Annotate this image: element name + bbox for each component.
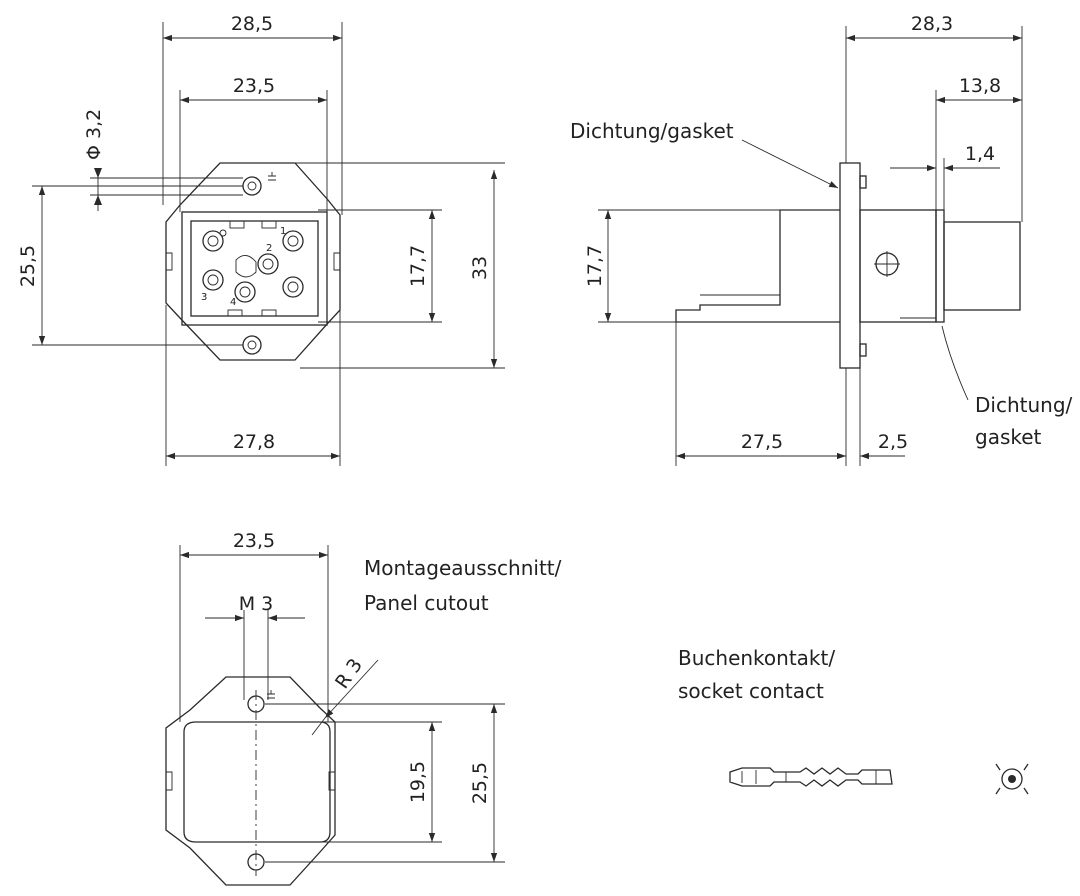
front-latch-bottom-2: [261, 309, 277, 317]
front-dim-bottom: 27,8: [233, 431, 275, 453]
side-front-face: [943, 221, 1021, 311]
front-latch-top-2: [261, 220, 277, 229]
front-pin-label: 1: [280, 226, 286, 237]
front-pin-label: 2: [266, 243, 272, 254]
front-pin: [282, 276, 304, 298]
front-insert-outer: [181, 211, 328, 326]
front-pin-label: 4: [230, 297, 236, 308]
front-mount-hole-top: [242, 176, 262, 196]
front-dim-hole: Φ 3,2: [83, 109, 105, 160]
front-pin: [282, 230, 304, 252]
side-dim-13-8: 13,8: [959, 75, 1001, 97]
cutout-title-2: Panel cutout: [364, 591, 489, 615]
front-dim-top-inner: 23,5: [233, 75, 275, 97]
cutout-opening: [183, 721, 331, 843]
front-pin-inner: [287, 235, 299, 247]
front-notch-right: [333, 252, 340, 271]
cutout-dim-radius: R 3: [331, 655, 367, 693]
side-label-gasket-top: Dichtung/gasket: [570, 119, 734, 143]
front-pin: [234, 281, 256, 303]
front-ground-symbol: [219, 229, 227, 237]
front-flange-outline: [165, 162, 341, 361]
cutout-dim-outer: 25,5: [469, 762, 491, 804]
side-gasket-top: [859, 175, 867, 189]
contact-view: Buchenkontakt/ socket contact: [678, 646, 1029, 795]
side-label-gasket-bottom-2: gasket: [975, 425, 1042, 449]
side-front-collar: [935, 209, 945, 323]
socket-contact-side: [729, 767, 893, 787]
side-dim-1-4: 1,4: [965, 143, 995, 165]
front-mount-hole-top-inner: [247, 181, 257, 191]
side-gasket-bottom: [859, 343, 867, 357]
side-rear-body: [675, 209, 840, 323]
cutout-title: Montageausschnitt/: [364, 556, 562, 580]
front-pin-inner: [239, 286, 251, 298]
front-pin: [202, 269, 224, 291]
front-pin-inner: [287, 281, 299, 293]
socket-contact-end: [995, 763, 1029, 795]
front-dim-right-outer: 33: [469, 256, 491, 280]
front-coding-key: [235, 255, 257, 278]
front-dim-right-inner: 17,7: [407, 245, 429, 287]
socket-contact-end-tabs: [995, 763, 1029, 795]
cutout-dim-top: 23,5: [233, 530, 275, 552]
socket-contact-drawing: [729, 767, 893, 787]
cutout-radius-leader: [324, 659, 379, 719]
socket-contact-end-ring: [1001, 768, 1023, 790]
side-flange: [839, 162, 861, 369]
front-dim-arrow: [94, 168, 102, 178]
cutout-notch-right: [328, 771, 335, 791]
front-dim-top-outer: 28,5: [231, 13, 273, 35]
front-pin: [257, 253, 279, 275]
side-gasket-leader-top: [741, 139, 839, 189]
front-pin-label: 3: [201, 292, 207, 303]
front-view: 2 1 3 4 28,5 23,5 Φ 3,2 25,5 17,7: [17, 13, 505, 466]
side-dim-top: 28,3: [911, 13, 953, 35]
front-mount-hole-bottom: [242, 335, 262, 355]
cutout-view: 23,5 M 3 R 3 19,5 25,5 Montageausschnitt…: [165, 530, 562, 886]
front-pin-inner: [262, 258, 274, 270]
side-view: 28,3 13,8 1,4 17,7 27,5 2,5 Dichtung/gas…: [570, 13, 1073, 466]
cutout-dim-m3: M 3: [239, 593, 274, 615]
side-gasket-leader-bottom: [941, 325, 969, 401]
front-earth-mark: [268, 172, 276, 181]
front-dim-arrow: [94, 195, 102, 205]
front-latch-top: [229, 220, 245, 229]
front-dim-left: 25,5: [17, 245, 39, 287]
side-label-gasket-bottom: Dichtung/: [975, 393, 1073, 417]
side-dim-left: 17,7: [584, 245, 606, 287]
contact-title: Buchenkontakt/: [678, 646, 835, 670]
cutout-dim-inner: 19,5: [407, 761, 429, 803]
front-pin-inner: [207, 274, 219, 286]
front-pin: [202, 230, 224, 252]
front-pin-inner: [207, 235, 219, 247]
cutout-flange-outline: [165, 676, 336, 886]
cutout-radius-leader: [311, 717, 326, 736]
front-mount-hole-bottom-inner: [247, 340, 257, 350]
cutout-notch-left: [166, 771, 173, 791]
front-latch-bottom: [227, 309, 243, 317]
front-notch-left: [166, 252, 173, 271]
socket-contact-end-core: [1008, 775, 1016, 783]
side-dim-bottom-2: 2,5: [878, 431, 908, 453]
contact-title-2: socket contact: [678, 679, 824, 703]
front-insert-inner: [190, 220, 319, 317]
side-dim-bottom-1: 27,5: [741, 431, 783, 453]
